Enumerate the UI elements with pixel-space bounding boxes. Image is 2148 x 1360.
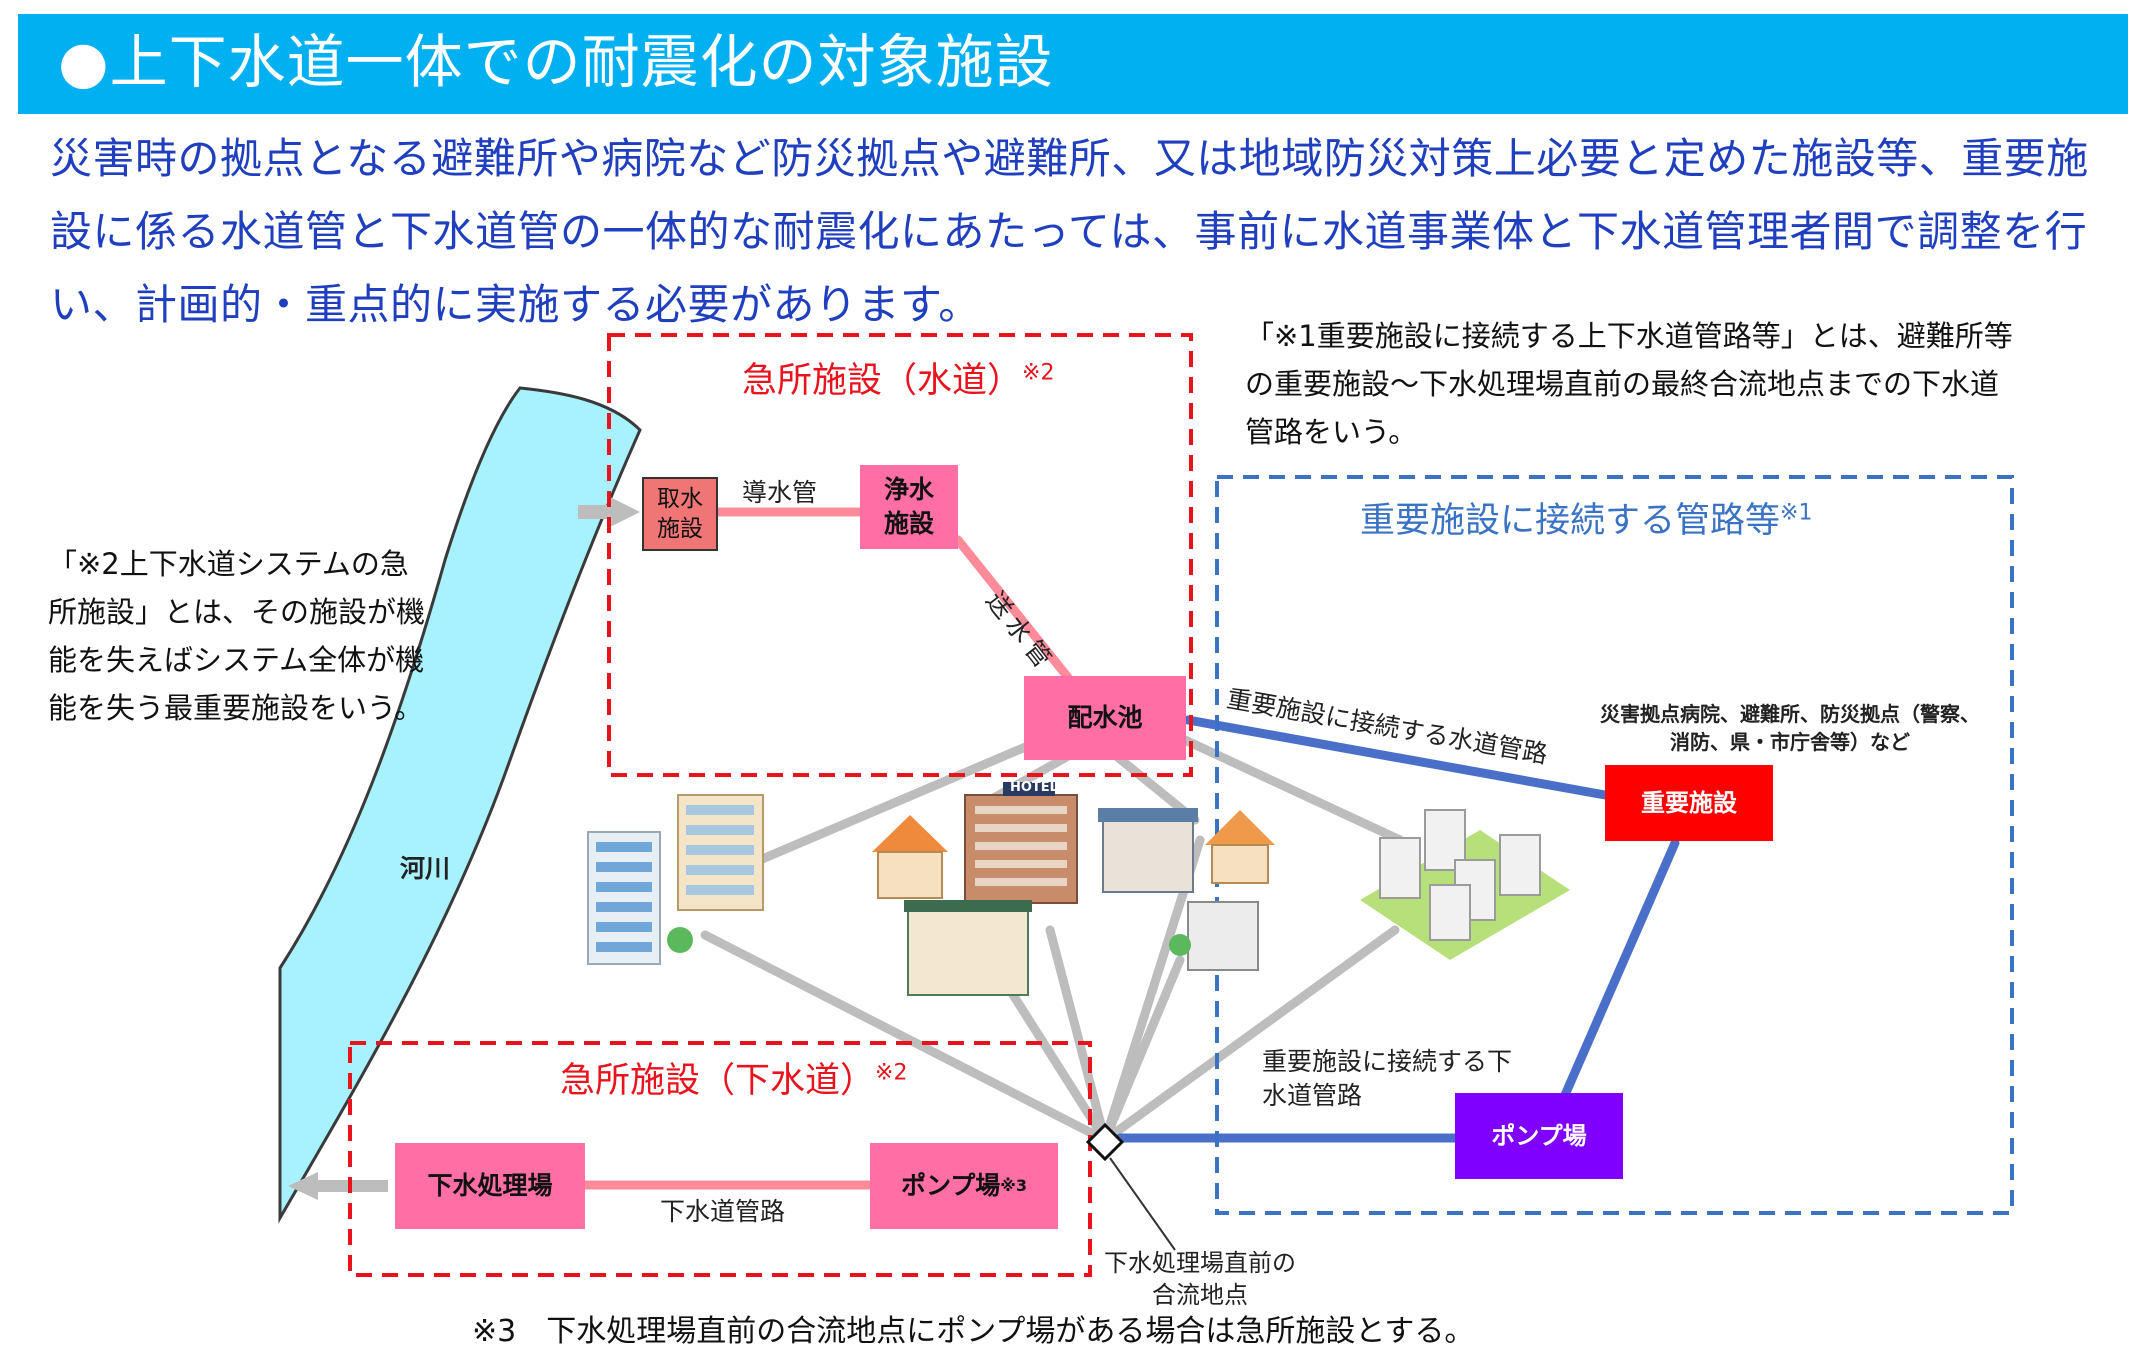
hotel-sign: HOTEL bbox=[1010, 780, 1058, 795]
merge-point-leader bbox=[1109, 1157, 1176, 1251]
header-bar bbox=[18, 14, 2128, 114]
pump-station-red: ポンプ場※3 bbox=[870, 1143, 1058, 1229]
sewer-pipe-label: 下水道管路 bbox=[660, 1197, 786, 1226]
note-connected-pipes: 「※1重要施設に接続する上下水道管路等」とは、避難所等の重要施設～下水処理場直前… bbox=[1245, 319, 2013, 449]
page-title: ●上下水道一体での耐震化の対象施設 bbox=[58, 28, 1054, 96]
connected-pipe-label: 重要施設に接続する管路等※1 bbox=[1360, 492, 1812, 543]
sewer-facility-label: 急所施設（下水道）※2 bbox=[560, 1052, 907, 1103]
important-examples-label: 災害拠点病院、避難所、防災拠点（警察、消防、県・市庁舎等）など bbox=[1600, 702, 1980, 754]
sewage-treatment-plant: 下水処理場 bbox=[395, 1143, 585, 1229]
purification-facility: 浄水施設 bbox=[860, 465, 958, 549]
river-label: 河川 bbox=[400, 854, 451, 883]
water-facility-label-sup: ※2 bbox=[1022, 360, 1055, 386]
reservoir-facility: 配水池 bbox=[1024, 676, 1186, 760]
pump-station-red-text: ポンプ場 bbox=[901, 1171, 1001, 1200]
pump-station-red-sup: ※3 bbox=[1000, 1176, 1027, 1195]
connected-pipes bbox=[1115, 715, 1680, 1143]
sewer-pipe-connected-label: 重要施設に接続する下水道管路 bbox=[1262, 1047, 1513, 1110]
river-shape bbox=[278, 386, 642, 1224]
water-facility-box bbox=[607, 333, 1193, 777]
conveyance-pipe-label: 導水管 bbox=[742, 478, 818, 507]
important-facility: 重要施設 bbox=[1605, 765, 1773, 841]
intake-facility: 取水施設 bbox=[642, 477, 718, 551]
connected-pipe-label-sup: ※1 bbox=[1780, 500, 1813, 526]
pump-station-blue: ポンプ場 bbox=[1455, 1093, 1623, 1179]
merge-point-label: 下水処理場直前の合流地点 bbox=[1104, 1249, 1296, 1309]
water-facility-label-text: 急所施設（水道） bbox=[742, 361, 1023, 401]
sewer-facility-label-sup: ※2 bbox=[875, 1060, 908, 1086]
sewer-facility-label-text: 急所施設（下水道） bbox=[560, 1061, 876, 1101]
merge-point-diamond bbox=[1085, 1122, 1125, 1162]
river-arrows bbox=[288, 496, 640, 1200]
note-critical-facility: 「※2上下水道システムの急所施設」とは、その施設が機能を失えばシステム全体が機能… bbox=[48, 547, 426, 725]
note-pump-station: ※3 下水処理場直前の合流地点にポンプ場がある場合は急所施設とする。 bbox=[472, 1314, 1475, 1349]
intro-text: 災害時の拠点となる避難所や病院など防災拠点や避難所、又は地域防災対策上必要と定め… bbox=[50, 134, 2089, 329]
water-facility-label: 急所施設（水道）※2 bbox=[742, 352, 1054, 403]
building-illustrations bbox=[587, 782, 1570, 996]
connected-pipe-label-text: 重要施設に接続する管路等 bbox=[1360, 501, 1781, 541]
sewer-facility-box bbox=[348, 1041, 1092, 1277]
